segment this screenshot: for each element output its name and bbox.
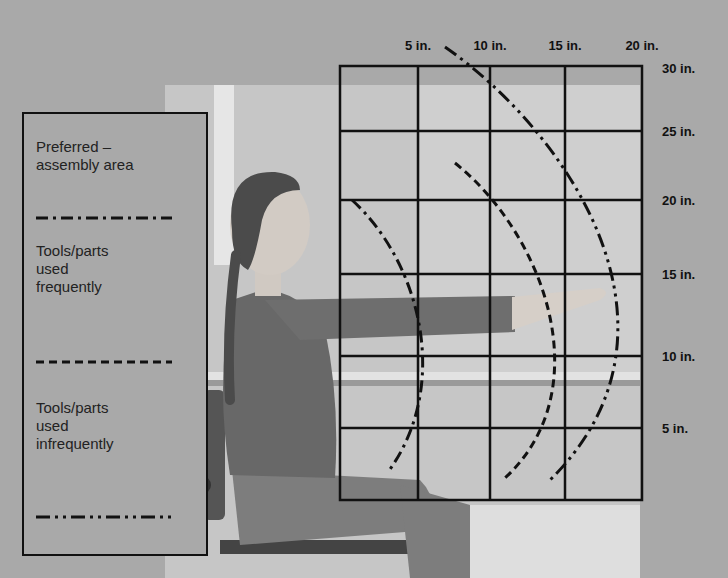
hand [512,288,606,330]
dimension-label: 30 in. [662,62,695,75]
grid-line [340,199,642,202]
legend-box: Preferred – assembly areaTools/parts use… [22,112,208,556]
grid-line [340,273,642,276]
preferred-arc [352,200,423,472]
legend-entry: Tools/parts used infrequently [36,399,186,453]
legend-text: Tools/parts used infrequently [36,399,136,453]
reach-grid [340,66,642,500]
infrequent-arc [445,47,618,482]
dimension-label: 5 in. [405,39,431,52]
wall [165,85,640,578]
grid-line [340,427,642,430]
hair [231,172,300,270]
legend-line [36,516,172,519]
dimension-label: 25 in. [662,125,695,138]
dimension-label: 20 in. [625,39,658,52]
dimension-label: 10 in. [662,350,695,363]
dimension-label: 5 in. [662,422,688,435]
legend-line-sample [36,214,176,222]
legend-entry: Preferred – assembly area [36,138,186,174]
legend-line-sample [36,513,176,521]
grid-line [340,355,642,358]
legend-line [36,217,172,220]
dimension-label: 10 in. [473,39,506,52]
legend-text: Preferred – assembly area [36,138,136,174]
grid-frame [340,66,642,500]
door-frame [214,85,234,265]
legend-entry: Tools/parts used frequently [36,242,186,296]
braid [229,255,236,400]
reach-arcs [352,47,618,482]
dimension-label: 15 in. [548,39,581,52]
frequent-arc [455,163,555,478]
dimension-label: 15 in. [662,268,695,281]
legend-line [36,361,172,364]
dimension-label: 20 in. [662,194,695,207]
arm [265,296,515,340]
legend-line-sample [36,358,176,366]
grid-line [340,130,642,133]
legend-text: Tools/parts used frequently [36,242,136,296]
